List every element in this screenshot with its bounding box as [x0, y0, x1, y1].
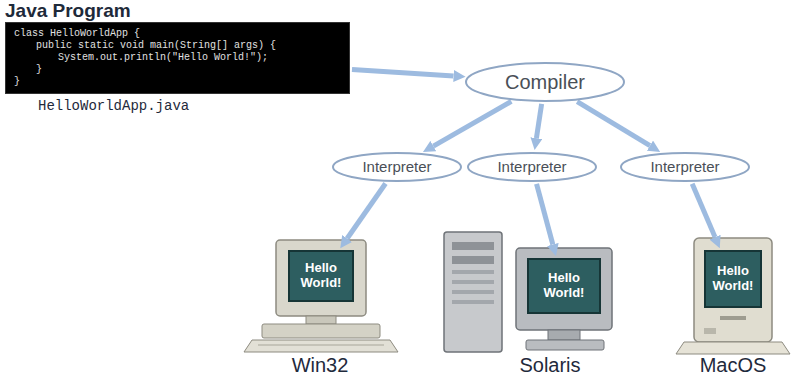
code-line: }: [14, 64, 341, 76]
oval-shape: [468, 153, 596, 181]
code-panel: class HelloWorldApp {public static void …: [5, 22, 350, 94]
interpreter-oval: Interpreter: [467, 152, 597, 182]
compiler-oval: Compiler: [465, 62, 625, 102]
code-line: }: [14, 76, 341, 88]
pc-computer: [244, 240, 398, 352]
oval-text: Interpreter: [362, 159, 431, 176]
code-line: System.out.println("Hello World!");: [14, 52, 341, 64]
platform-name: MacOS: [700, 354, 767, 377]
code-line: public static void main(String[] args) {: [14, 40, 341, 52]
screen-text: Hello World!: [531, 271, 597, 301]
code-line: class HelloWorldApp {: [14, 28, 341, 40]
interpreter-oval: Interpreter: [332, 152, 462, 182]
flow-arrow: [352, 69, 454, 76]
flow-arrow: [433, 101, 511, 146]
flow-arrow: [537, 184, 553, 245]
oval-shape: [333, 153, 461, 181]
flow-arrow: [577, 102, 650, 146]
oval-text: Compiler: [505, 71, 585, 93]
screen-output: Hello World!: [704, 250, 762, 308]
platform-name: Solaris: [519, 354, 580, 377]
screen-text: Hello World!: [708, 264, 758, 294]
screen-output: Hello World!: [527, 258, 601, 314]
oval-shape: [621, 153, 749, 181]
oval-text: Interpreter: [650, 159, 719, 176]
flow-arrow: [536, 104, 541, 138]
program-heading: Java Program: [5, 0, 350, 22]
platform-name: Win32: [292, 354, 349, 377]
screen-output: Hello World!: [288, 250, 354, 302]
oval-shape: [466, 63, 624, 101]
oval-text: Interpreter: [497, 159, 566, 176]
interpreter-oval: Interpreter: [620, 152, 750, 182]
source-code-box: Java Programclass HelloWorldApp {public …: [5, 0, 350, 94]
flow-arrow: [692, 184, 715, 237]
mac-computer: [676, 238, 790, 354]
flow-arrow: [347, 183, 385, 238]
server-computer: [444, 232, 612, 352]
screen-text: Hello World!: [292, 261, 350, 291]
file-name: HelloWorldApp.java: [38, 98, 189, 114]
